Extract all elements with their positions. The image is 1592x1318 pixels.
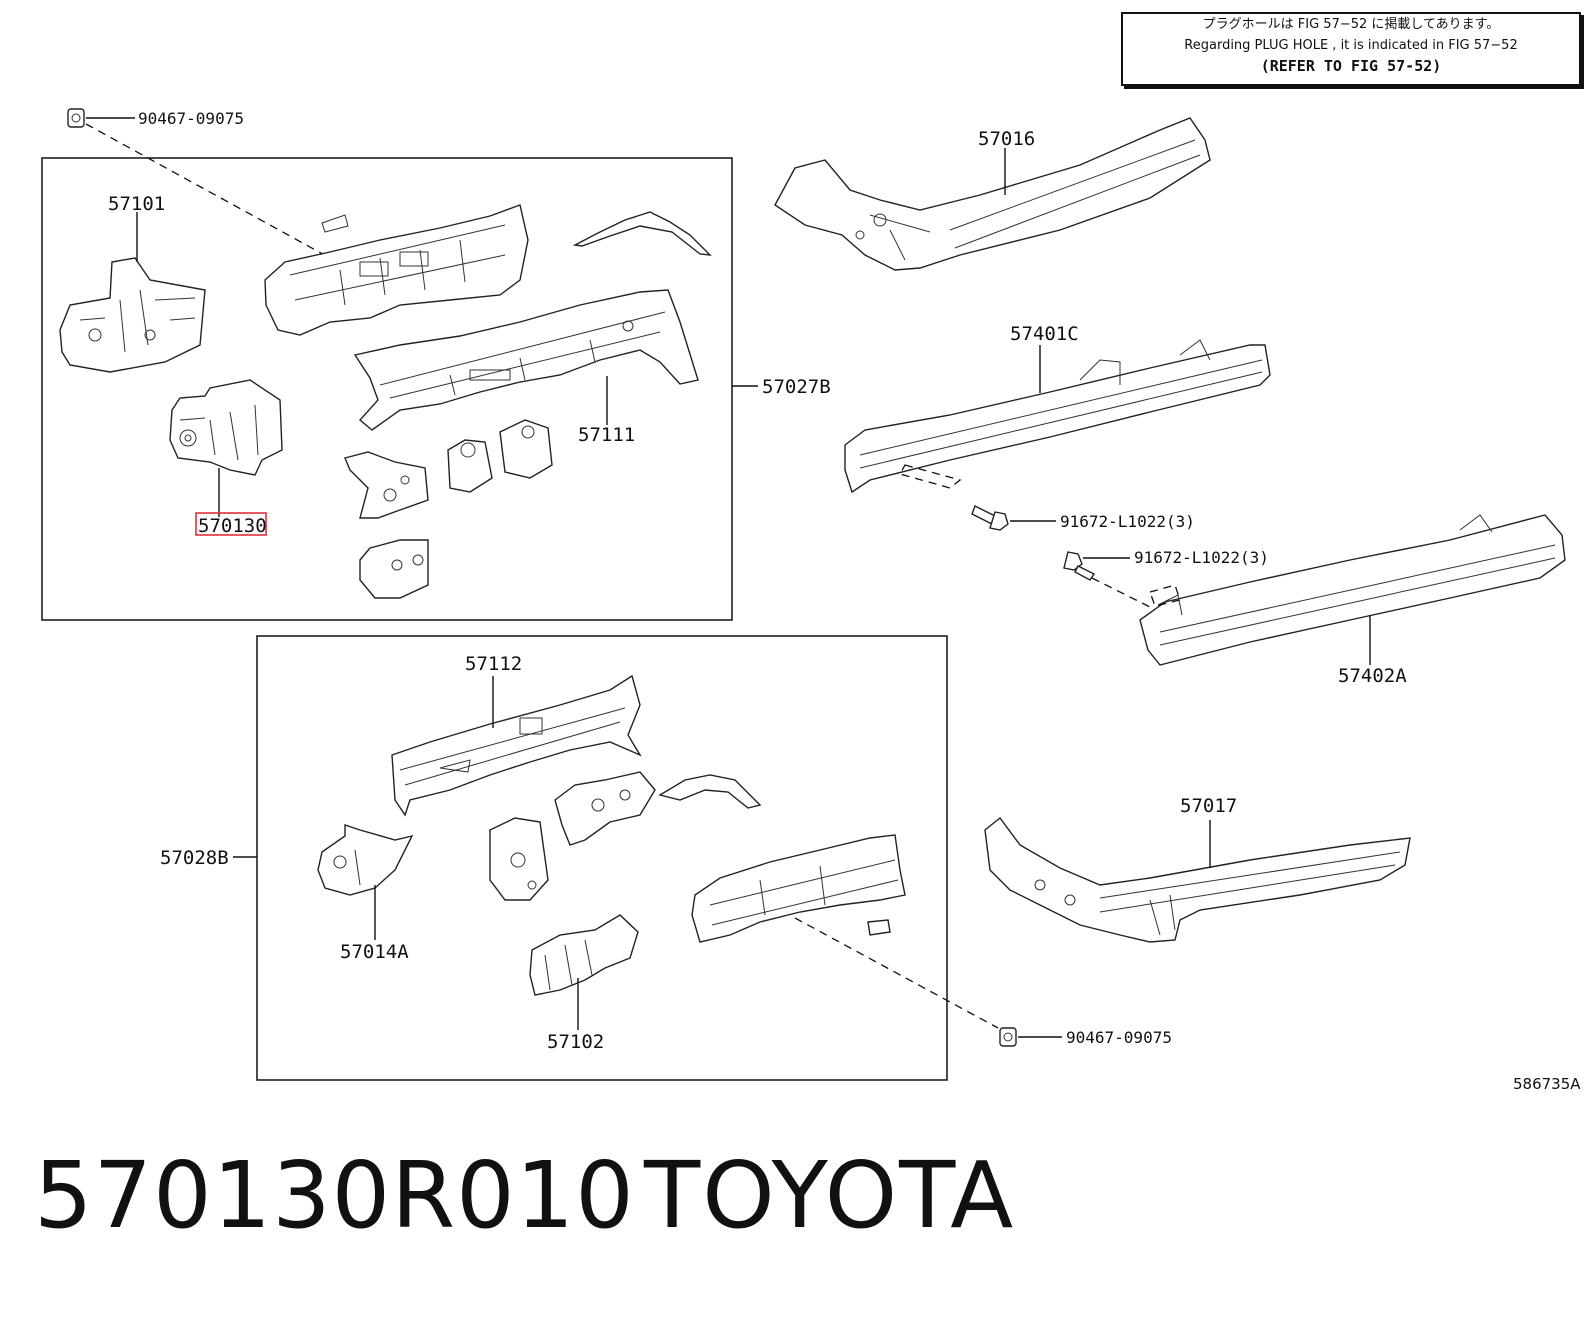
label-90467-09075-top[interactable]: 90467-09075 [138,109,244,128]
dashed-line-clip-top [85,123,331,259]
label-57028B[interactable]: 57028B [160,847,229,869]
highlight-box-570130 [195,512,267,536]
part-570130[interactable] [169,379,283,476]
brand-title: TOYOTA [644,1142,1016,1249]
part-reinforcement-d[interactable] [359,539,429,599]
part-apron-lower-right[interactable] [691,834,906,943]
part-57111[interactable] [353,289,699,431]
bolt-91672-a[interactable] [971,505,1009,531]
note-line-en: Regarding PLUG HOLE , it is indicated in… [1184,38,1518,53]
label-570130[interactable]: 570130 [198,515,267,537]
part-bracket-lower-b[interactable] [489,817,549,901]
label-57111[interactable]: 57111 [578,424,635,446]
part-reinforcement-a[interactable] [344,451,429,519]
label-57101[interactable]: 57101 [108,193,165,215]
part-wheelhouse-brace-lower[interactable] [658,774,762,809]
diagram-code: 586735A [1513,1075,1581,1093]
part-wheelhouse-brace-upper[interactable] [572,211,712,256]
part-reinforcement-b[interactable] [447,439,493,493]
part-57101[interactable] [59,257,206,373]
part-57017[interactable] [984,816,1411,943]
part-57402A[interactable] [1139,514,1566,666]
group-box-57028B [256,635,948,1081]
label-91672-L1022-a[interactable]: 91672-L1022(3) [1060,512,1195,531]
label-91672-L1022-b[interactable]: 91672-L1022(3) [1134,548,1269,567]
label-57102[interactable]: 57102 [547,1031,604,1053]
part-bracket-lower-a[interactable] [554,771,656,846]
label-57016[interactable]: 57016 [978,128,1035,150]
part-57014A[interactable] [317,824,414,896]
bolt-91672-b[interactable] [1063,551,1096,581]
dashed-line-bolt-b [1091,577,1161,613]
label-90467-09075-bottom[interactable]: 90467-09075 [1066,1028,1172,1047]
note-line-jp: プラグホールは FIG 57−52 に掲載してあります。 [1202,17,1500,32]
label-57017[interactable]: 57017 [1180,795,1237,817]
part-reinforcement-c[interactable] [499,419,553,479]
label-57401C[interactable]: 57401C [1010,323,1079,345]
part-57112[interactable] [391,674,642,817]
group-box-57027B [41,157,733,621]
clip-90467-bottom[interactable] [999,1027,1017,1047]
part-number-title: 570130R010 [34,1142,635,1249]
label-57014A[interactable]: 57014A [340,941,409,963]
label-57112[interactable]: 57112 [465,653,522,675]
part-57401C[interactable] [844,339,1271,494]
part-57016[interactable] [774,117,1211,271]
reference-note: プラグホールは FIG 57−52 に掲載してあります。 Regarding P… [1121,12,1581,86]
part-57102[interactable] [529,914,639,996]
part-apron-upper-left[interactable] [264,204,529,336]
dashed-line-clip-bottom [794,917,999,1029]
clip-90467-top[interactable] [67,108,85,128]
label-57027B[interactable]: 57027B [762,376,831,398]
label-57402A[interactable]: 57402A [1338,665,1407,687]
note-line-refer: (REFER TO FIG 57-52) [1260,57,1442,75]
